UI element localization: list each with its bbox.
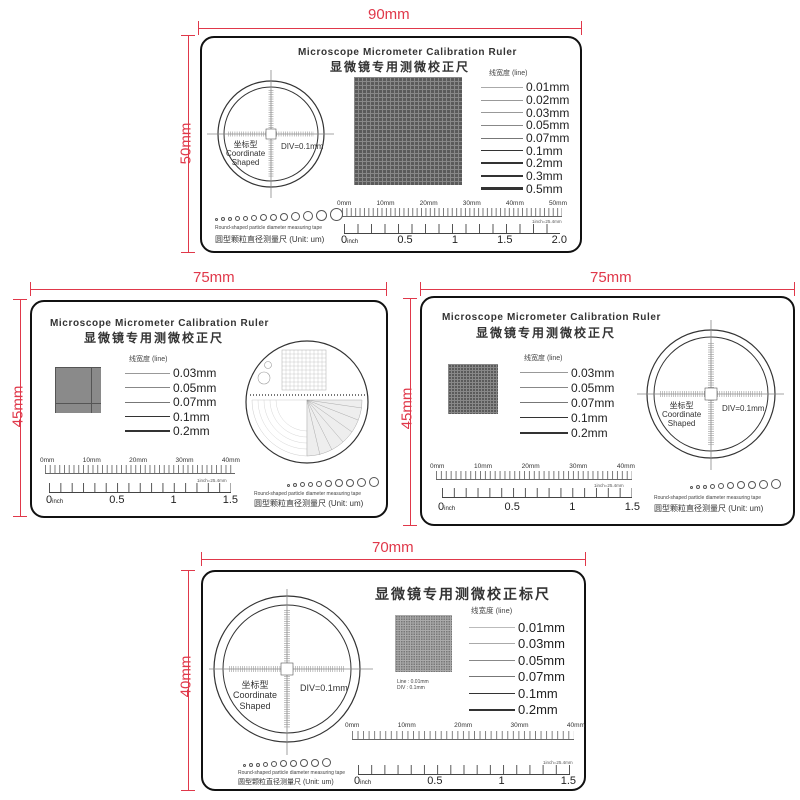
calibration-card-75x45-coordinate: Microscope Micrometer Calibration Ruler …	[420, 296, 795, 526]
inch-conversion-note: 1inch=25.4mm	[532, 219, 562, 224]
calibration-card-70x40: 显微镜专用测微校正标尺 坐标型 Coordinate Shaped DIV=0.…	[201, 570, 586, 791]
particle-caption-cn: 圆型颗粒直径测量尺 (Unit: um)	[238, 779, 334, 786]
inch-ruler	[344, 224, 560, 234]
card-title-cn: 显微镜专用测微校正尺	[84, 331, 225, 345]
line-width-list: 线宽度 (line) 0.03mm 0.05mm 0.07mm 0.1mm 0.…	[125, 354, 216, 439]
inch-ruler	[442, 488, 632, 498]
height-dimension-line	[403, 298, 417, 526]
calibration-grid	[448, 364, 498, 414]
card-title-cn: 显微镜专用测微校正尺	[476, 326, 617, 340]
width-dimension-label: 70mm	[372, 539, 414, 556]
width-dimension-label: 75mm	[590, 269, 632, 286]
particle-diameter-circles	[287, 477, 379, 487]
height-dimension-line	[13, 299, 27, 517]
reticle-division: DIV=0.1mm	[281, 142, 324, 151]
particle-caption-en: Round-shaped particle diameter measuring…	[238, 770, 346, 776]
coordinate-reticle	[209, 589, 373, 755]
reticle-division: DIV=0.1mm	[722, 404, 765, 413]
inch-conversion-note: 1inch=25.4mm	[197, 478, 227, 483]
reticle-label: 坐标型 Coordinate Shaped	[226, 140, 266, 168]
card-title-cn: 显微镜专用测微校正尺	[330, 60, 471, 74]
particle-caption-cn: 圆型颗粒直径测量尺 (Unit: um)	[215, 235, 325, 244]
height-dimension-label: 45mm	[9, 385, 27, 428]
reticle-division: DIV=0.1mm	[300, 683, 348, 693]
height-dimension-label: 45mm	[398, 387, 416, 430]
particle-caption-cn: 圆型颗粒直径测量尺 (Unit: um)	[254, 499, 364, 508]
coordinate-reticle	[207, 70, 334, 198]
protractor-reticle	[245, 340, 369, 464]
calibration-grid	[354, 77, 462, 185]
particle-caption-en: Round-shaped particle diameter measuring…	[215, 225, 323, 231]
reticle-label: 坐标型 Coordinate Shaped	[662, 401, 702, 429]
coordinate-reticle	[637, 320, 784, 470]
reticle-label: 坐标型 Coordinate Shaped	[233, 680, 278, 711]
height-dimension-line	[181, 570, 195, 791]
calibration-grid	[55, 367, 101, 413]
line-width-list: 线宽度 (line) 0.01mm 0.02mm 0.03mm 0.05mm 0…	[481, 68, 569, 196]
width-dimension-line	[201, 552, 586, 566]
inch-conversion-note: 1inch=25.4mm	[594, 483, 624, 488]
mm-ruler	[436, 471, 632, 480]
inch-conversion-note: 1inch=25.4mm	[543, 760, 573, 765]
width-dimension-line	[420, 282, 795, 296]
mm-ruler	[342, 208, 562, 217]
height-dimension-line	[181, 35, 195, 253]
calibration-card-90x50: Microscope Micrometer Calibration Ruler …	[200, 36, 582, 253]
card-title-cn: 显微镜专用测微校正标尺	[375, 586, 551, 602]
line-width-list: 线宽度 (line) 0.01mm 0.03mm 0.05mm 0.07mm 0…	[469, 606, 565, 718]
height-dimension-label: 50mm	[177, 122, 195, 165]
particle-diameter-circles	[243, 758, 331, 767]
inch-ruler	[49, 483, 231, 493]
particle-diameter-circles	[215, 208, 343, 221]
mm-ruler	[352, 731, 574, 740]
width-dimension-label: 75mm	[193, 269, 235, 286]
card-title-en: Microscope Micrometer Calibration Ruler	[50, 318, 270, 329]
card-title-en: Microscope Micrometer Calibration Ruler	[442, 312, 662, 323]
particle-diameter-circles	[690, 479, 781, 489]
height-dimension-label: 40mm	[177, 655, 195, 698]
calibration-grid	[395, 615, 452, 672]
width-dimension-line	[198, 21, 582, 35]
particle-caption-en: Round-shaped particle diameter measuring…	[254, 491, 362, 497]
grid-note-div: DIV : 0.1mm	[397, 685, 425, 691]
line-width-list: 线宽度 (line) 0.03mm 0.05mm 0.07mm 0.1mm 0.…	[520, 353, 614, 440]
card-title-en: Microscope Micrometer Calibration Ruler	[298, 47, 518, 58]
grid-note-line: Line : 0.01mm	[397, 679, 429, 685]
particle-caption-cn: 圆型颗粒直径测量尺 (Unit: um)	[654, 504, 764, 513]
mm-ruler	[45, 465, 235, 474]
width-dimension-label: 90mm	[368, 6, 410, 23]
particle-caption-en: Round-shaped particle diameter measuring…	[654, 495, 762, 501]
width-dimension-line	[30, 282, 387, 296]
calibration-card-75x45-protractor: Microscope Micrometer Calibration Ruler …	[30, 300, 388, 518]
inch-ruler	[358, 765, 570, 775]
